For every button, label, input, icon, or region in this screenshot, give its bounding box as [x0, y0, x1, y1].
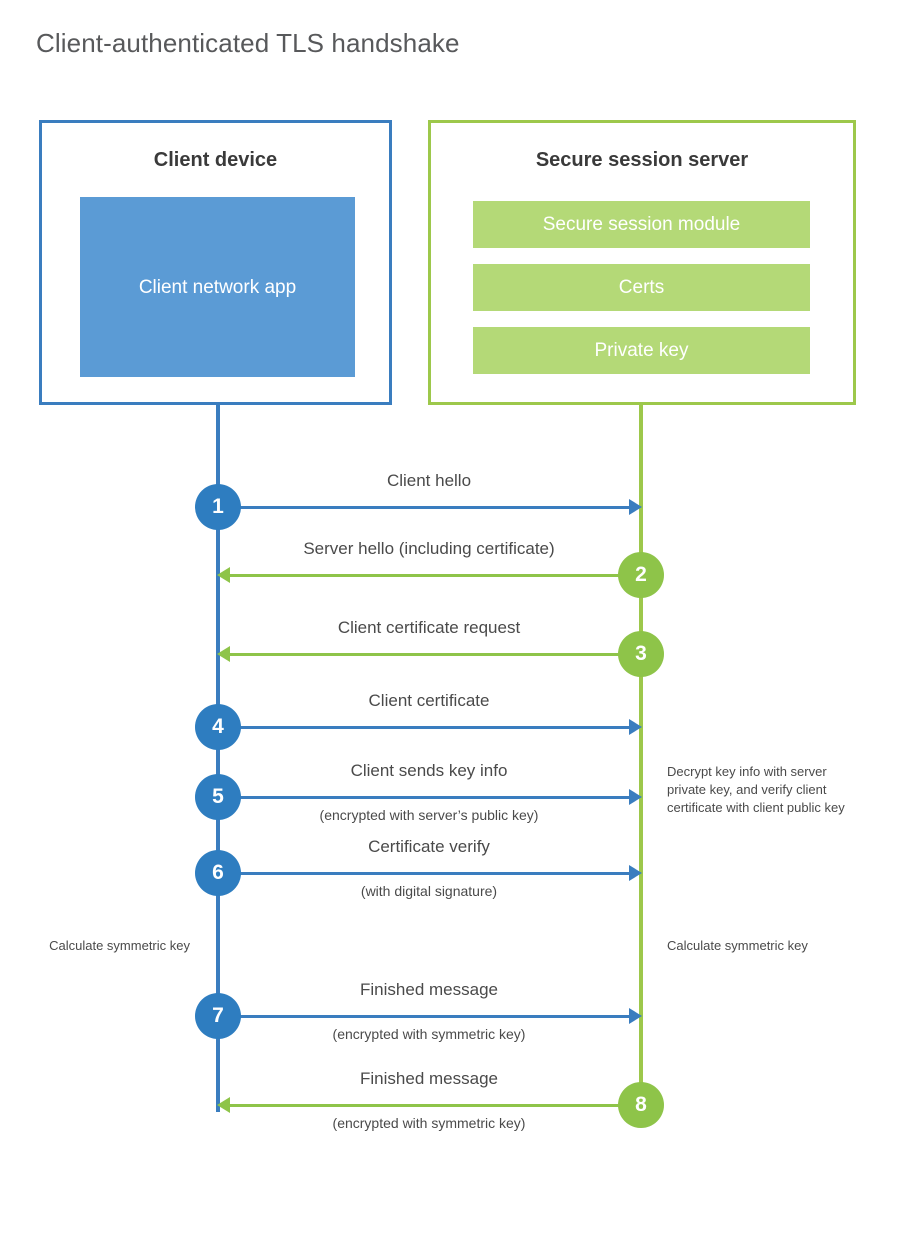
message-arrow-line	[218, 1015, 629, 1018]
step-number-badge-1[interactable]: 1	[195, 484, 241, 530]
message-arrow-head	[217, 646, 230, 662]
message-sublabel: (encrypted with server’s public key)	[319, 807, 539, 823]
step-number-badge-3[interactable]: 3	[618, 631, 664, 677]
message-sublabel: (encrypted with symmetric key)	[332, 1115, 526, 1131]
message-arrow-head	[217, 1097, 230, 1113]
secure-session-server-title: Secure session server	[535, 149, 749, 171]
message-label: Certificate verify	[368, 837, 490, 856]
client-lifeline	[216, 405, 220, 1112]
message-label: Client hello	[386, 471, 472, 490]
message-label: Finished message	[360, 1069, 498, 1088]
message-label: Finished message	[360, 980, 498, 999]
secure-session-server-box: Secure session server Secure session mod…	[428, 120, 856, 405]
message-label: Server hello (including certificate)	[303, 539, 555, 558]
message-arrow-line	[218, 796, 629, 799]
step-number-badge-4[interactable]: 4	[195, 704, 241, 750]
server-block-secure-session-module: Secure session module	[473, 201, 810, 248]
page-title: Client-authenticated TLS handshake	[36, 28, 460, 58]
message-arrow-line	[230, 574, 641, 577]
message-label: Client sends key info	[350, 761, 508, 780]
step-number-badge-8[interactable]: 8	[618, 1082, 664, 1128]
message-arrow-line	[218, 872, 629, 875]
message-sublabel: (encrypted with symmetric key)	[332, 1026, 526, 1042]
message-arrow-line	[230, 1104, 641, 1107]
step-number-badge-7[interactable]: 7	[195, 993, 241, 1039]
message-arrow-head	[629, 719, 642, 735]
server-block-certs: Certs	[473, 264, 810, 311]
message-arrow-head	[629, 1008, 642, 1024]
message-arrow-head	[217, 567, 230, 583]
step-number-badge-5[interactable]: 5	[195, 774, 241, 820]
annotation-decrypt-key-info: Decrypt key info with server private key…	[667, 764, 845, 815]
step-number-badge-6[interactable]: 6	[195, 850, 241, 896]
step-number-badge-2[interactable]: 2	[618, 552, 664, 598]
server-block-private-key: Private key	[473, 327, 810, 374]
client-network-app-block: Client network app	[80, 197, 355, 377]
client-device-title: Client device	[153, 149, 278, 171]
message-arrow-head	[629, 865, 642, 881]
message-arrow-head	[629, 789, 642, 805]
message-label: Client certificate	[368, 691, 490, 710]
message-arrow-line	[230, 653, 641, 656]
server-lifeline	[639, 405, 643, 1105]
annotation-calculate-symmetric-key-server: Calculate symmetric key	[667, 938, 808, 953]
message-sublabel: (with digital signature)	[360, 883, 498, 899]
message-arrow-line	[218, 506, 629, 509]
message-arrow-head	[629, 499, 642, 515]
client-device-box: Client device Client network app	[39, 120, 392, 405]
message-label: Client certificate request	[337, 618, 521, 637]
message-arrow-line	[218, 726, 629, 729]
annotation-calculate-symmetric-key-client: Calculate symmetric key	[49, 938, 190, 953]
